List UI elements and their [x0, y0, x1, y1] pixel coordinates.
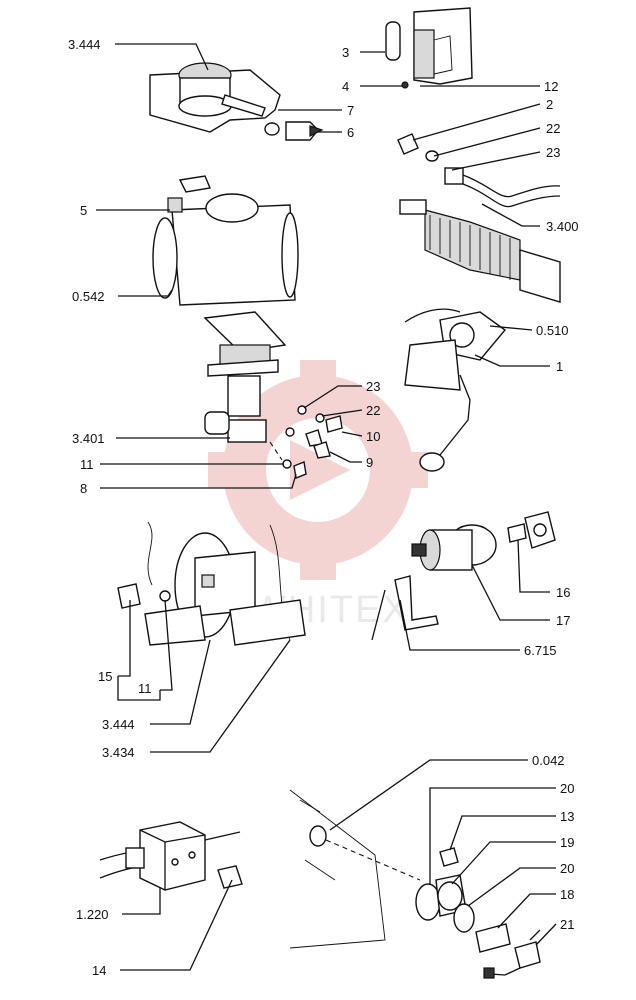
- part-group-sender-unit: [289, 789, 541, 979]
- callout-6-715: 6.715: [524, 643, 557, 658]
- callout-3: 3: [342, 45, 349, 60]
- callout-1: 1: [556, 359, 563, 374]
- callout-22-mid: 22: [366, 403, 380, 418]
- callout-20-bottom: 20: [560, 861, 574, 876]
- callout-9: 9: [366, 455, 373, 470]
- callout-10: 10: [366, 429, 380, 444]
- callout-6: 6: [347, 125, 354, 140]
- leader-lines: [96, 43, 557, 971]
- callout-labels: 3.444 3 4 12 7 6 2 22 23 5 3.400 0.542 0…: [68, 37, 579, 978]
- callout-3-444-top: 3.444: [68, 37, 101, 52]
- callout-12: 12: [544, 79, 558, 94]
- part-group-pressure-switch: [371, 511, 556, 641]
- part-group-float-gauge: [404, 308, 507, 472]
- callout-11-mid: 11: [80, 457, 94, 472]
- watermark: WHITEX: [208, 360, 428, 631]
- callout-0-510: 0.510: [536, 323, 569, 338]
- callout-19: 19: [560, 835, 574, 850]
- callout-8: 8: [80, 481, 87, 496]
- callout-16: 16: [556, 585, 570, 600]
- callout-13: 13: [560, 809, 574, 824]
- part-group-pedal-valve: [203, 311, 343, 479]
- callout-20-top: 20: [560, 781, 574, 796]
- callout-11-left: 11: [138, 681, 152, 696]
- callout-22-top: 22: [546, 121, 560, 136]
- part-group-right-hose: [397, 133, 561, 303]
- callout-14: 14: [92, 963, 106, 978]
- part-group-block-switch: [99, 821, 243, 891]
- callout-2: 2: [546, 97, 553, 112]
- callout-23-top: 23: [546, 145, 560, 160]
- part-group-top-right: [385, 7, 473, 89]
- callout-4: 4: [342, 79, 349, 94]
- callout-7: 7: [347, 103, 354, 118]
- callout-3-444-left: 3.444: [102, 717, 135, 732]
- callout-1-220: 1.220: [76, 907, 109, 922]
- part-group-valve-block: [117, 521, 306, 646]
- callout-18: 18: [560, 887, 574, 902]
- callout-3-434: 3.434: [102, 745, 135, 760]
- callout-0-542: 0.542: [72, 289, 105, 304]
- callout-0-042: 0.042: [532, 753, 565, 768]
- callout-5: 5: [80, 203, 87, 218]
- part-group-tee-pipe: [152, 175, 299, 306]
- watermark-gear-icon: [208, 360, 428, 580]
- callout-3-400: 3.400: [546, 219, 579, 234]
- callout-23-mid: 23: [366, 379, 380, 394]
- callout-15: 15: [98, 669, 112, 684]
- callout-21: 21: [560, 917, 574, 932]
- callout-3-401: 3.401: [72, 431, 105, 446]
- part-group-top-left: [149, 62, 324, 141]
- callout-17: 17: [556, 613, 570, 628]
